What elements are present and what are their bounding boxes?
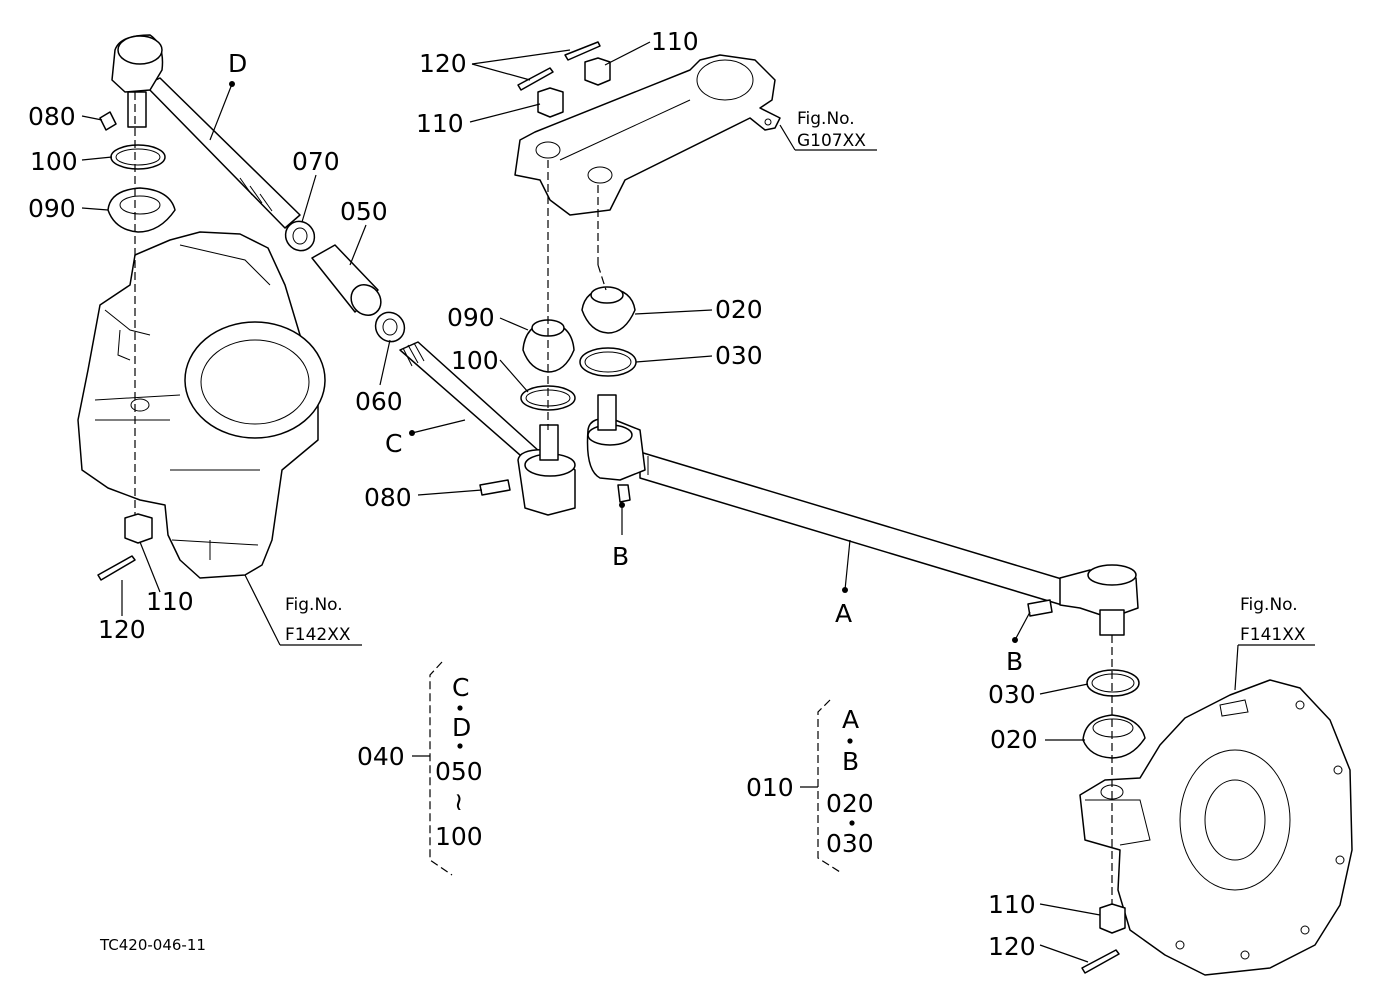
- assembly-010-group: 010 A B 020 030: [746, 699, 874, 873]
- alignment-lines: [134, 92, 1113, 905]
- callout-060: 060: [355, 387, 403, 416]
- callout-110-right-bottom: 110: [988, 890, 1036, 919]
- callout-090-mid: 090: [447, 303, 495, 332]
- callout-A: A: [835, 599, 852, 628]
- callout-030-right: 030: [988, 680, 1036, 709]
- fig-ref-label: Fig.No.: [1240, 595, 1298, 615]
- fig-ref-label: Fig.No.: [285, 595, 343, 615]
- right-knuckle-housing: [1079, 679, 1353, 976]
- assembly-010-item-020: 020: [826, 789, 874, 818]
- tie-rod-a: [586, 394, 1139, 636]
- assembly-040-item-C: C: [452, 673, 469, 702]
- leader-lines: [81, 41, 1315, 963]
- assembly-040-item-100: 100: [435, 822, 483, 851]
- callout-C: C: [385, 429, 402, 458]
- callout-020-right: 020: [990, 725, 1038, 754]
- assembly-010-item-A: A: [842, 705, 859, 734]
- fig-ref-f142xx: Fig.No. F142XX: [285, 595, 351, 645]
- callout-labels: 120 110 110 080 100 090 D 070 050 060 C …: [28, 27, 1038, 961]
- callout-100-mid: 100: [451, 346, 499, 375]
- assembly-040-range: ≀: [454, 787, 463, 816]
- tie-rod-c: [399, 341, 576, 516]
- fig-ref-g107xx: Fig.No. G107XX: [797, 109, 866, 151]
- callout-050: 050: [340, 197, 388, 226]
- callout-120-top: 120: [419, 49, 467, 78]
- assembly-010-item-B: B: [842, 747, 859, 776]
- callout-B-mid: B: [612, 542, 629, 571]
- assembly-010-label: 010: [746, 773, 794, 802]
- callout-080-top: 080: [28, 102, 76, 131]
- callout-080-mid: 080: [364, 483, 412, 512]
- fig-ref-number: F142XX: [285, 625, 351, 645]
- callout-120-left-bottom: 120: [98, 615, 146, 644]
- drawing-code: TC420-046-11: [99, 936, 206, 954]
- callout-020-mid: 020: [715, 295, 763, 324]
- callout-070: 070: [292, 147, 340, 176]
- pitman-arm: [514, 54, 781, 216]
- assembly-010-item-030: 030: [826, 829, 874, 858]
- assembly-040-item-050: 050: [435, 757, 483, 786]
- callout-B-right: B: [1006, 647, 1023, 676]
- fig-ref-f141xx: Fig.No. F141XX: [1240, 595, 1306, 645]
- callout-110-top-left: 110: [416, 109, 464, 138]
- callout-100-top: 100: [30, 147, 78, 176]
- fig-ref-label: Fig.No.: [797, 109, 855, 129]
- callout-030-mid: 030: [715, 341, 763, 370]
- callout-120-right-bottom: 120: [988, 932, 1036, 961]
- assembly-040-label: 040: [357, 742, 405, 771]
- fig-ref-number: F141XX: [1240, 625, 1306, 645]
- callout-090-top: 090: [28, 194, 76, 223]
- callout-110-top-right: 110: [651, 27, 699, 56]
- callout-D: D: [228, 49, 247, 78]
- left-knuckle-housing: [77, 231, 326, 579]
- assembly-040-group: 040 C D 050 ≀ 100: [357, 661, 483, 876]
- assembly-040-item-D: D: [452, 713, 471, 742]
- dust-seals-and-rings: [107, 144, 1146, 759]
- leader-dots: [229, 81, 1018, 643]
- sleeve-and-nuts: [284, 220, 406, 343]
- fig-ref-number: G107XX: [797, 131, 866, 151]
- tie-rod-d: [111, 34, 301, 229]
- callout-110-left-bottom: 110: [146, 587, 194, 616]
- nuts-pins-grease-fittings: [97, 41, 1126, 974]
